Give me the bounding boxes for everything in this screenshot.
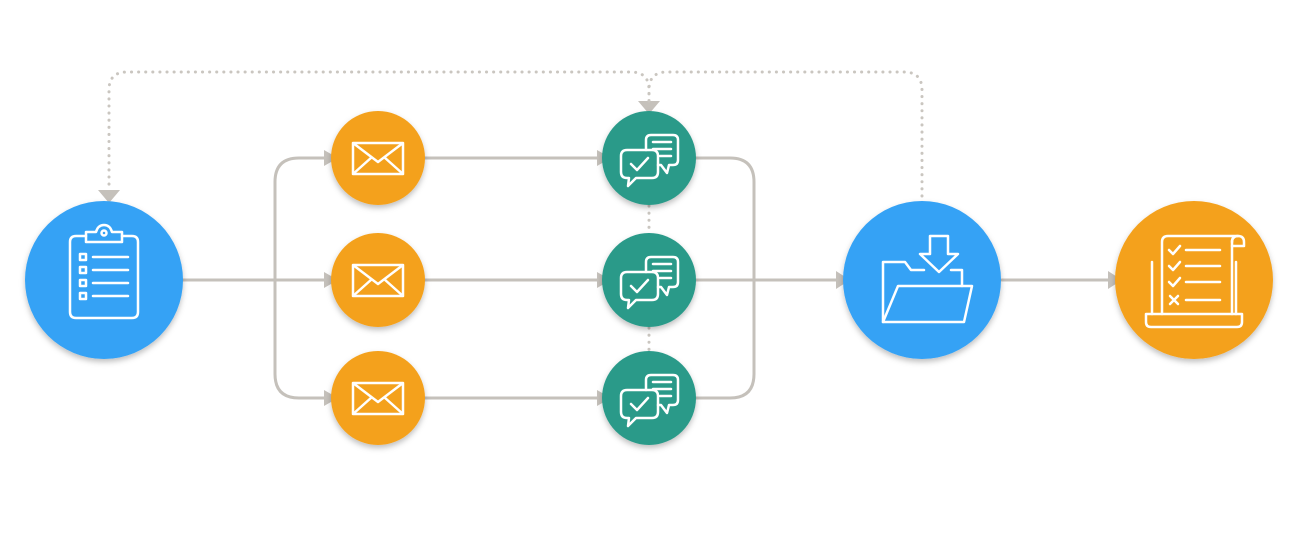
edge-split-to-mail-1 [273, 156, 328, 282]
node-mail-3-circle [331, 351, 425, 445]
dotted-connectors [107, 70, 924, 354]
edge-reply-1-to-start [107, 70, 651, 192]
node-reply-3 [602, 351, 696, 445]
node-mail-1 [331, 111, 425, 205]
edge-split-to-mail-3 [273, 278, 328, 400]
envelope-icon [351, 381, 405, 416]
node-mail-2 [331, 233, 425, 327]
node-result [1115, 201, 1273, 359]
node-mail-1-circle [331, 111, 425, 205]
node-start [25, 201, 183, 359]
envelope-icon [351, 263, 405, 298]
node-collect [843, 201, 1001, 359]
edge-collect-to-reply-1 [647, 70, 924, 198]
node-collect-circle [843, 201, 1001, 359]
arrowhead [98, 190, 120, 203]
chat-check-icon [619, 373, 680, 428]
clipboard-icon [68, 223, 140, 320]
node-reply-1 [602, 111, 696, 205]
chat-check-icon [619, 255, 680, 310]
arrowhead [638, 101, 660, 114]
folder-download-icon [881, 234, 974, 324]
envelope-icon [351, 141, 405, 176]
node-reply-2 [602, 233, 696, 327]
solid-connectors [181, 156, 1112, 400]
node-mail-2-circle [331, 233, 425, 327]
checklist-laptop-icon [1144, 234, 1246, 329]
node-start-circle [25, 201, 183, 359]
edge-reply-1-to-merge [694, 156, 756, 400]
chat-check-icon [619, 133, 680, 188]
node-result-circle [1115, 201, 1273, 359]
node-mail-3 [331, 351, 425, 445]
